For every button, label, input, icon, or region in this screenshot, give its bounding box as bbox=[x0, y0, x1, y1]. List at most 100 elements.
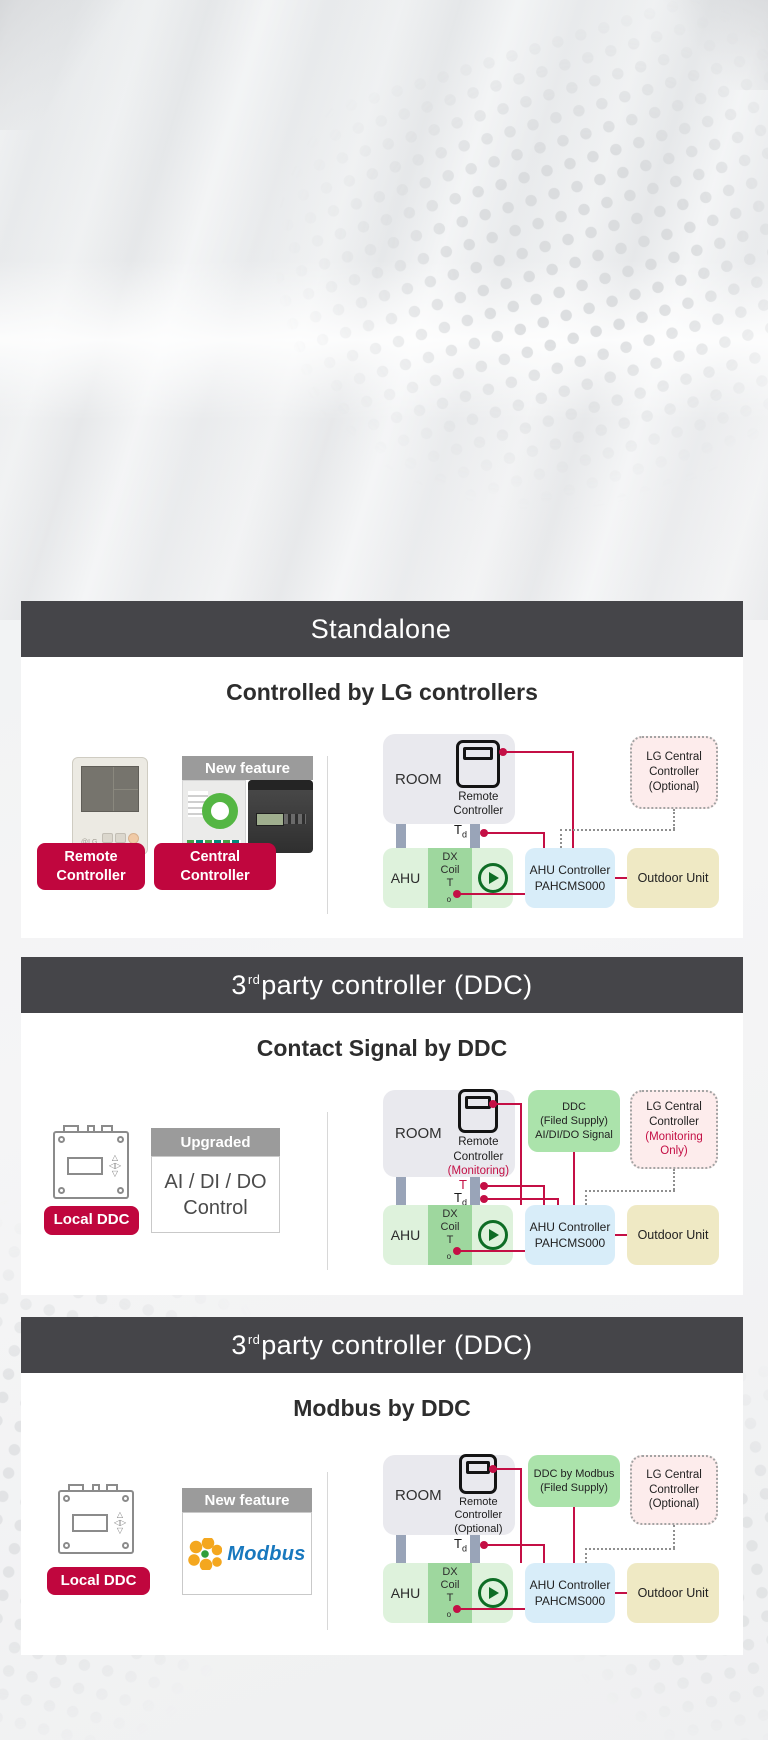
header-text: 3 bbox=[231, 969, 247, 1000]
wire bbox=[457, 1608, 525, 1610]
wire bbox=[503, 751, 572, 753]
dotted-link bbox=[673, 1169, 675, 1190]
duct-connector bbox=[470, 1177, 480, 1205]
section-title: Contact Signal by DDC bbox=[256, 1035, 508, 1061]
ahu-controller-box: AHU Controller PAHCMS000 bbox=[525, 1563, 615, 1623]
device-keys bbox=[284, 813, 306, 824]
outdoor-unit-box: Outdoor Unit bbox=[627, 1205, 719, 1265]
feature-line: Control bbox=[183, 1196, 248, 1219]
dotted-link bbox=[585, 1548, 675, 1550]
wire bbox=[615, 877, 627, 879]
new-feature-banner: New feature bbox=[182, 1488, 312, 1512]
lg-central-controller-box: LG Central Controller (Optional) bbox=[630, 736, 718, 809]
duct-connector bbox=[396, 824, 406, 848]
node-label: Remote bbox=[458, 790, 499, 803]
wire bbox=[493, 1468, 522, 1470]
room-label: ROOM bbox=[395, 1486, 442, 1504]
tag-line: Central bbox=[190, 849, 240, 866]
upgraded-banner: Upgraded bbox=[151, 1128, 280, 1156]
ahu-section: AHU bbox=[383, 848, 428, 908]
ddc-arrow-pad: △◁▷▽ bbox=[113, 1510, 127, 1535]
ddc-lcd bbox=[67, 1157, 103, 1175]
fan-icon bbox=[477, 1220, 508, 1250]
wire bbox=[572, 751, 574, 848]
panel-body-ddc-contact: Contact Signal by DDC △◁▷▽ Local DDC Upg… bbox=[21, 1013, 743, 1295]
duct-connector bbox=[396, 1535, 406, 1563]
ahu-controller-box: AHU Controller PAHCMS000 bbox=[525, 848, 615, 908]
wire bbox=[520, 1468, 522, 1563]
dotted-link bbox=[560, 829, 562, 848]
wire bbox=[543, 1185, 545, 1205]
ahu-label: AHU bbox=[390, 1585, 421, 1601]
dotted-link bbox=[585, 1190, 675, 1192]
divider bbox=[327, 1112, 328, 1270]
wire bbox=[615, 1592, 627, 1594]
dotted-link bbox=[585, 1548, 587, 1563]
remote-controller-tag: Remote Controller bbox=[37, 843, 145, 890]
wire bbox=[484, 1198, 559, 1200]
remote-screen bbox=[81, 766, 139, 812]
modbus-feature-box: Modbus bbox=[182, 1512, 312, 1595]
ddc-lcd bbox=[72, 1514, 108, 1532]
dotted-link bbox=[673, 809, 675, 829]
td-sensor-label: Td bbox=[454, 1190, 467, 1208]
lg-logo: @LG bbox=[81, 839, 97, 846]
header-text: party controller (DDC) bbox=[261, 1329, 533, 1360]
panel-body-ddc-modbus: Modbus by DDC △◁▷▽ Local DDC New feature… bbox=[21, 1373, 743, 1655]
room-box: ROOM Remote Controller bbox=[383, 734, 515, 824]
wire bbox=[493, 1103, 522, 1105]
central-controller-tag: Central Controller bbox=[154, 843, 276, 890]
duct-connector bbox=[470, 1535, 480, 1563]
remote-controller-product-image: @LG bbox=[72, 757, 148, 855]
remote-controller-node: Remote Controller bbox=[448, 739, 509, 818]
wire bbox=[457, 1250, 525, 1252]
wire bbox=[615, 1234, 627, 1236]
divider bbox=[327, 756, 328, 914]
section-title: Modbus by DDC bbox=[293, 1395, 471, 1421]
dotted-link bbox=[560, 829, 675, 831]
wire bbox=[484, 832, 545, 834]
lg-central-controller-box: LG Central Controller (Monitoring Only) bbox=[630, 1090, 718, 1169]
ddc-modbus-box: DDC by Modbus (Filed Supply) bbox=[528, 1455, 620, 1507]
local-ddc-tag: Local DDC bbox=[47, 1567, 150, 1595]
local-ddc-device-image: △◁▷▽ bbox=[53, 1125, 129, 1199]
central-controller-device-image bbox=[248, 780, 313, 853]
panel-header-standalone: Standalone bbox=[21, 601, 743, 657]
section-title: Controlled by LG controllers bbox=[226, 679, 538, 705]
divider bbox=[327, 1472, 328, 1630]
ahu-section: AHU bbox=[383, 1205, 428, 1265]
tag-line: Remote bbox=[64, 849, 118, 866]
local-ddc-device-image: △◁▷▽ bbox=[58, 1484, 134, 1554]
node-label: Controller bbox=[453, 805, 504, 817]
lg-central-controller-box: LG Central Controller (Optional) bbox=[630, 1455, 718, 1525]
wire bbox=[573, 1507, 575, 1563]
remote-controller-icon bbox=[458, 1089, 499, 1134]
node-label: Remote bbox=[459, 1495, 498, 1508]
modbus-wordmark: Modbus bbox=[227, 1542, 306, 1565]
panel-body-standalone: Controlled by LG controllers @LG New fea… bbox=[21, 657, 743, 938]
wire bbox=[484, 1185, 545, 1187]
fan-icon bbox=[477, 1578, 508, 1608]
wire bbox=[484, 1544, 545, 1546]
outdoor-unit-box: Outdoor Unit bbox=[627, 1563, 719, 1623]
remote-controller-node: Remote Controller (Optional) bbox=[448, 1453, 509, 1536]
feature-line: AI / DI / DO bbox=[164, 1170, 267, 1193]
header-text: Standalone bbox=[310, 613, 452, 644]
header-text: 3 bbox=[231, 1329, 247, 1360]
remote-controller-icon bbox=[456, 739, 501, 788]
fan-section bbox=[472, 1205, 513, 1265]
wire bbox=[543, 1544, 545, 1563]
tag-line: Controller bbox=[180, 867, 250, 884]
t-sensor-label: T bbox=[459, 1177, 467, 1192]
td-sensor-label: Td bbox=[454, 822, 467, 840]
tag-line: Controller bbox=[56, 867, 126, 884]
node-label: Controller bbox=[453, 1150, 504, 1163]
energy-donut-chart bbox=[202, 793, 238, 829]
device-top bbox=[248, 780, 313, 790]
